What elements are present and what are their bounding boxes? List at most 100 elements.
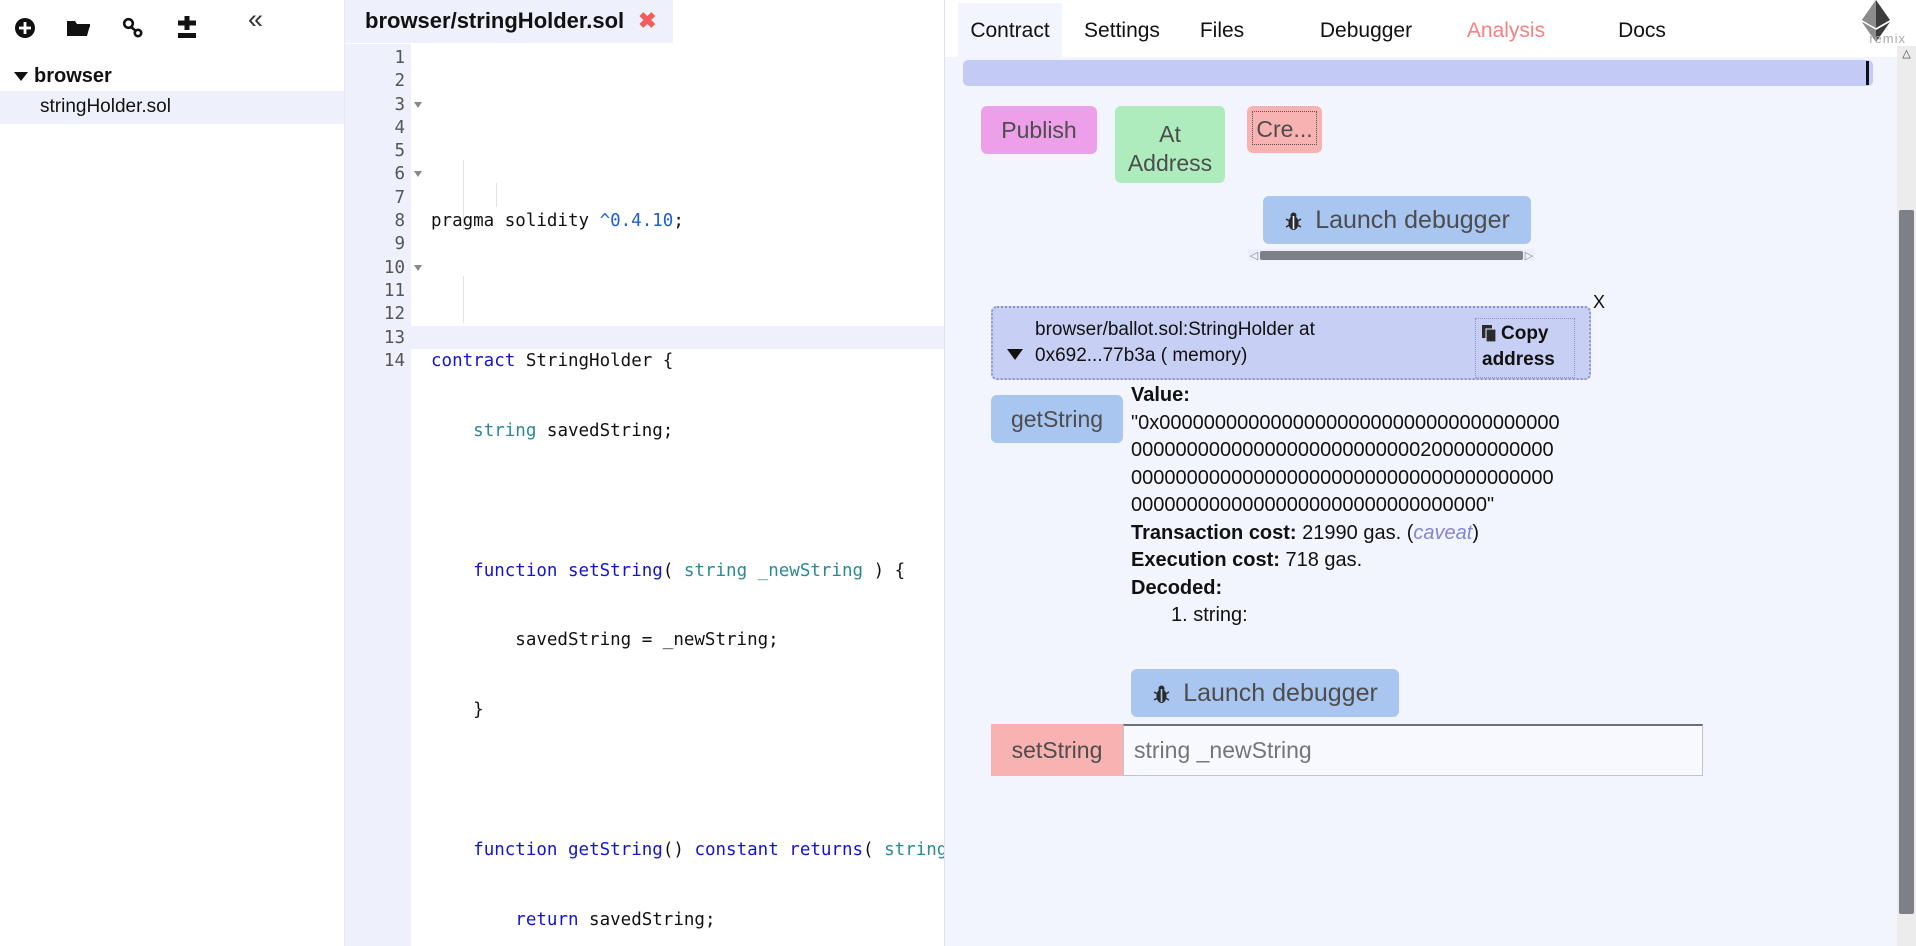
line-number: 10 [345, 257, 422, 280]
line-number: 5 [394, 141, 405, 162]
compile-status-bar [963, 60, 1873, 86]
code-line: string savedString; [473, 420, 674, 441]
tab-analysis[interactable]: Analysis [1466, 19, 1546, 42]
fold-toggle-icon[interactable] [414, 171, 422, 178]
folder-browser[interactable]: browser [0, 62, 344, 91]
editor-tab-stringholder[interactable]: browser/stringHolder.sol ✖ [345, 0, 673, 43]
copy-icon [1482, 324, 1497, 343]
open-folder-icon[interactable] [64, 13, 94, 43]
code-line: pragma solidity ^0.4.10; [431, 211, 684, 232]
value-label: Value: [1131, 384, 1190, 406]
right-panel-tabs: Contract Settings Files Debugger Analysi… [945, 0, 1916, 57]
indent-guide [463, 160, 464, 230]
call-execution-cost-value: 718 gas. [1285, 549, 1363, 571]
line-number: 8 [394, 211, 405, 232]
file-item-stringholder[interactable]: stringHolder.sol [0, 91, 344, 124]
decoded-label: Decoded: [1131, 576, 1223, 599]
chevron-down-icon [14, 72, 28, 81]
scroll-left-icon[interactable]: ◁ [1249, 249, 1259, 262]
setstring-button[interactable]: setString [991, 724, 1123, 776]
line-number: 3 [345, 94, 422, 117]
caret-down-icon[interactable] [1007, 348, 1023, 360]
launch-debugger-button-call[interactable]: Launch debugger [1131, 669, 1399, 717]
bug-icon [1284, 210, 1303, 231]
launch-debugger-button-deploy[interactable]: Launch debugger [1263, 196, 1531, 244]
plus-minus-icon[interactable] [172, 13, 202, 43]
code-line [431, 280, 944, 303]
contract-tab-content: Publish At Address Cre... Transaction co… [945, 57, 1916, 946]
line-number-gutter: 1 2 3 4 5 6 7 8 9 10 11 12 13 14 [345, 44, 422, 946]
indent-guide [496, 183, 497, 207]
code-line [431, 490, 944, 513]
copy-address-label: Copy address [1482, 323, 1555, 370]
line-number: 1 [394, 48, 405, 68]
collapse-panel-button[interactable]: « [248, 4, 264, 34]
call-execution-cost-label: Execution cost: [1131, 549, 1280, 571]
deployed-instance-header[interactable]: browser/ballot.sol:StringHolder at 0x692… [991, 292, 1605, 380]
instance-title: browser/ballot.sol:StringHolder at 0x692… [1035, 319, 1315, 366]
code-area[interactable]: 1 2 3 4 5 6 7 8 9 10 11 12 13 14 pra [345, 44, 944, 946]
call-transaction-cost: Transaction cost: 21990 gas. (caveat) [1131, 521, 1479, 544]
active-line-highlight [411, 326, 944, 350]
create-button[interactable]: Cre... [1247, 106, 1322, 153]
copy-address-button[interactable]: Copy address [1475, 318, 1575, 378]
line-number: 4 [394, 117, 405, 138]
close-instance-icon[interactable]: X [1592, 292, 1605, 312]
setstring-input[interactable] [1123, 724, 1703, 776]
line-number: 11 [383, 280, 405, 301]
line-number: 13 [383, 327, 405, 348]
call-transaction-cost-label: Transaction cost: [1131, 521, 1297, 544]
tab-files[interactable]: Files [1199, 19, 1245, 42]
file-explorer-toolbar [0, 0, 344, 56]
line-number: 2 [394, 71, 405, 92]
at-address-button[interactable]: At Address [1115, 106, 1225, 183]
line-number: 6 [345, 163, 422, 186]
code-line: return savedString; [515, 909, 716, 930]
publish-button[interactable]: Publish [981, 106, 1097, 154]
tab-docs[interactable]: Docs [1618, 19, 1666, 42]
tab-settings[interactable]: Settings [1084, 19, 1160, 42]
fold-toggle-icon[interactable] [414, 264, 422, 271]
scroll-right-icon[interactable]: ▷ [1524, 249, 1534, 262]
tab-debugger[interactable]: Debugger [1319, 19, 1413, 42]
remix-logo: remix [1844, 0, 1908, 48]
folder-label: browser [34, 65, 112, 87]
right-panel-scrollbar[interactable]: △ [1897, 46, 1916, 946]
focus-outline [1252, 111, 1317, 145]
getstring-result: Value: "0x000000000000000000000000000000… [1131, 382, 1561, 630]
create-button-label: Cre... [1256, 116, 1313, 143]
link-icon[interactable] [118, 13, 148, 43]
caret-marker [1866, 61, 1869, 85]
horizontal-scrollbar-deploy[interactable]: ◁ ▷ [1248, 249, 1535, 262]
code-line: function setString( string _newString ) … [473, 560, 906, 581]
decoded-item: 1. string: [1171, 604, 1248, 626]
line-number: 12 [383, 304, 405, 325]
caveat-link[interactable]: caveat [1413, 521, 1473, 544]
code-line [431, 769, 944, 792]
create-new-file-icon[interactable] [10, 13, 40, 43]
right-panel: Contract Settings Files Debugger Analysi… [944, 0, 1916, 946]
fold-toggle-icon[interactable] [414, 101, 422, 108]
source-code[interactable]: pragma solidity ^0.4.10; contract String… [411, 44, 944, 946]
value-hex: "0x0000000000000000000000000000000000000… [1131, 411, 1560, 517]
scrollbar-thumb[interactable] [1260, 250, 1523, 260]
code-editor-panel: browser/stringHolder.sol ✖ 1 2 3 4 5 6 7… [345, 0, 944, 946]
code-line: savedString = _newString; [431, 630, 779, 651]
brand-name: remix [1869, 31, 1906, 46]
call-transaction-cost-value: 21990 gas. [1302, 521, 1402, 544]
scrollbar-thumb-vertical[interactable] [1899, 210, 1914, 914]
scroll-up-icon[interactable]: △ [1902, 48, 1911, 60]
tab-contract[interactable]: Contract [958, 3, 1062, 57]
line-number: 14 [383, 350, 405, 371]
getstring-button[interactable]: getString [991, 395, 1123, 443]
indent-guide [463, 276, 464, 323]
launch-debugger-label: Launch debugger [1183, 678, 1378, 707]
code-line: function getString() constant returns( s… [473, 840, 944, 861]
editor-tab-label: browser/stringHolder.sol [365, 8, 625, 33]
close-icon[interactable]: ✖ [638, 8, 657, 33]
call-execution-cost: Execution cost: 718 gas. [1131, 547, 1561, 575]
bug-icon [1152, 683, 1171, 704]
line-number: 7 [394, 187, 405, 208]
code-line: contract StringHolder { [431, 350, 674, 371]
